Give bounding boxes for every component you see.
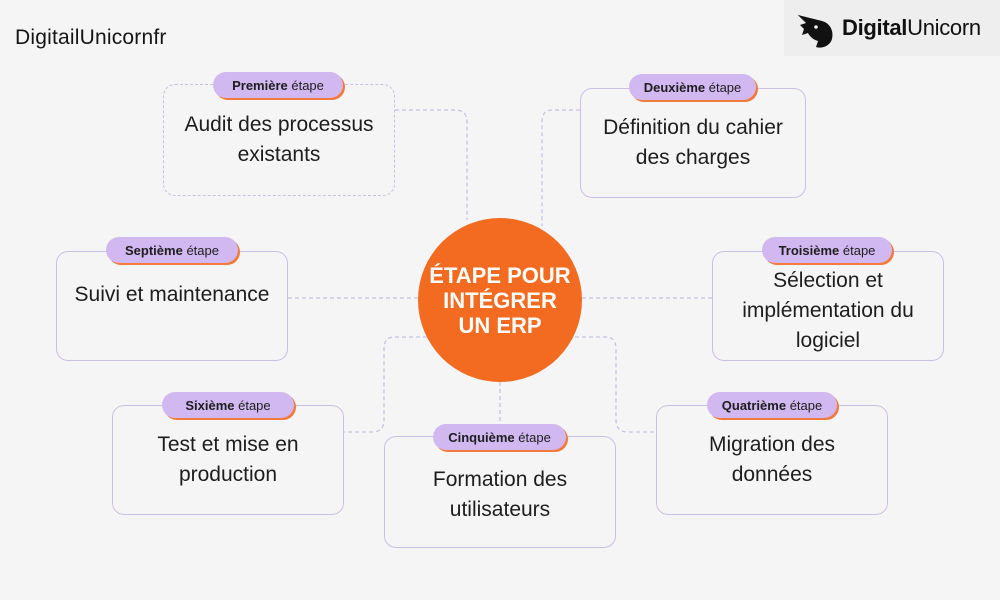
step-card-1: Audit des processus existants — [163, 84, 395, 196]
step-card-7: Suivi et maintenance — [56, 251, 288, 361]
step-badge-5: Cinquième étape — [433, 424, 566, 450]
logo-text: DigitalUnicorn — [842, 15, 981, 41]
step-badge-suffix: étape — [705, 79, 742, 95]
connector-step-2 — [541, 109, 580, 226]
step-badge-ordinal: Troisième — [778, 242, 840, 258]
step-badge-3: Troisième étape — [762, 237, 892, 263]
connector-step-1 — [395, 109, 468, 220]
step-text: Migration des données — [708, 433, 836, 486]
step-card-4: Migration des données — [656, 405, 888, 515]
center-circle: ÉTAPE POUR INTÉGRER UN ERP — [418, 218, 582, 382]
brand-logo: DigitalUnicorn — [784, 0, 1000, 56]
step-text: Définition du cahier des charges — [603, 116, 783, 169]
step-badge-6: Sixième étape — [162, 392, 294, 418]
unicorn-icon — [798, 15, 833, 48]
step-text: Audit des processus existants — [184, 113, 374, 166]
step-badge-suffix: étape — [839, 242, 876, 258]
step-badge-1: Première étape — [213, 72, 343, 98]
center-title: ÉTAPE POUR INTÉGRER UN ERP — [429, 262, 571, 338]
step-badge-4: Quatrième étape — [707, 392, 837, 418]
logo-text-regular: Unicorn — [907, 15, 981, 40]
step-badge-ordinal: Cinquième — [448, 429, 515, 445]
step-badge-ordinal: Première — [232, 77, 288, 93]
step-badge-ordinal: Sixième — [185, 397, 235, 413]
step-badge-7: Septième étape — [106, 237, 238, 263]
step-card-6: Test et mise en production — [112, 405, 344, 515]
step-text: Formation des utilisateurs — [432, 468, 568, 521]
step-badge-2: Deuxième étape — [629, 74, 756, 100]
step-badge-suffix: étape — [287, 77, 324, 93]
step-badge-ordinal: Quatrième — [721, 397, 787, 413]
step-text: Suivi et maintenance — [74, 283, 270, 306]
step-card-2: Définition du cahier des charges — [580, 88, 806, 198]
step-badge-suffix: étape — [514, 429, 551, 445]
step-text: Test et mise en production — [157, 433, 299, 486]
step-badge-suffix: étape — [182, 242, 219, 258]
watermark-text: DigitailUnicornfr — [15, 26, 167, 49]
step-badge-ordinal: Septième — [125, 242, 183, 258]
step-text: Sélection et implémentation du logiciel — [742, 269, 914, 352]
step-badge-suffix: étape — [234, 397, 271, 413]
logo-text-bold: Digital — [842, 15, 908, 40]
step-badge-suffix: étape — [786, 397, 823, 413]
connector-step-4 — [575, 336, 656, 433]
step-badge-ordinal: Deuxième — [643, 79, 706, 95]
connector-step-6 — [344, 336, 427, 433]
step-card-5: Formation des utilisateurs — [384, 436, 616, 548]
step-card-3: Sélection et implémentation du logiciel — [712, 251, 944, 361]
